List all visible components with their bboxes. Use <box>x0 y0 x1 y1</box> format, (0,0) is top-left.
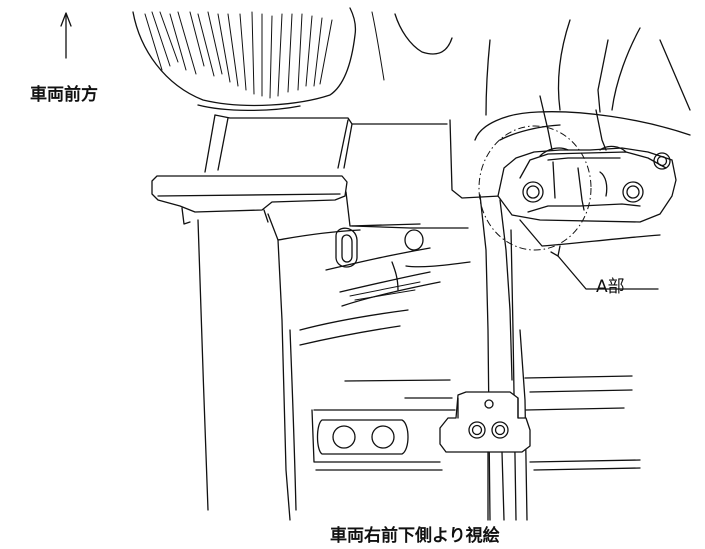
bracket-assembly <box>474 19 691 223</box>
forward-direction-label: 車両前方 <box>30 85 98 105</box>
arrow-icon <box>550 245 659 290</box>
boot-component <box>132 7 453 112</box>
frame-rail <box>197 191 528 521</box>
strut-flange <box>151 114 501 225</box>
arrow-up-icon <box>60 12 72 59</box>
lower-panel <box>311 375 641 521</box>
view-caption: 車両右前下側より視絵 <box>330 526 500 546</box>
part-a-callout-label: A部 <box>596 277 625 297</box>
cross-member <box>299 219 661 346</box>
frame-holes <box>335 227 424 268</box>
callout-circle <box>478 125 592 251</box>
